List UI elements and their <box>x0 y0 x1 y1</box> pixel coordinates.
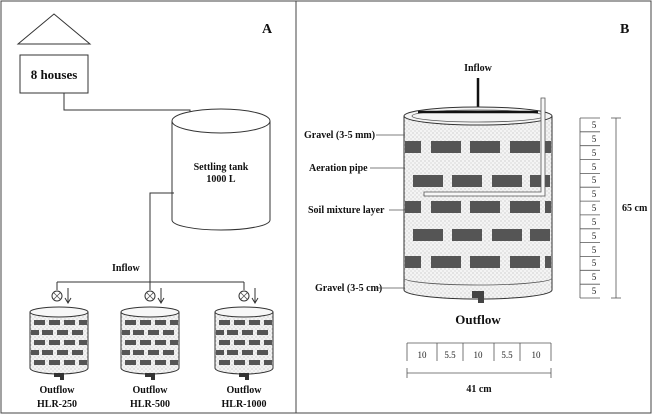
vertical-scale: 5 5 5 5 5 5 5 5 5 5 5 5 5 65 cm <box>579 117 648 299</box>
branch-1 <box>51 282 72 304</box>
horizontal-scale: 10 5.5 10 5.5 10 41 cm <box>406 342 552 395</box>
houses-box <box>19 54 89 94</box>
width-segment-label: 10 <box>474 350 484 360</box>
scale-tick-label: 5 <box>592 189 597 199</box>
width-segment-label: 10 <box>418 350 428 360</box>
col3-outflow-label: Outflow <box>227 385 263 396</box>
scale-tick-label: 5 <box>592 120 597 130</box>
width-segment-label: 5.5 <box>501 350 513 360</box>
outflow-label-b: Outflow <box>455 312 501 327</box>
tank-label-line2: 1000 L <box>206 174 236 185</box>
scale-tick-label: 5 <box>592 148 597 158</box>
col2-outflow-label: Outflow <box>133 385 169 396</box>
house-to-tank-pipe <box>63 93 191 122</box>
down-arrow-icon <box>64 288 72 304</box>
soil-mixture-blocks <box>405 141 551 268</box>
scale-tick-label: 5 <box>592 231 597 241</box>
col1-hlr-label: HLR-250 <box>37 399 77 410</box>
scale-tick-label: 5 <box>592 286 597 296</box>
inflow-label-b: Inflow <box>464 63 493 74</box>
settling-tank-top <box>171 108 271 134</box>
down-arrow-icon <box>251 288 259 304</box>
aeration-pipe <box>423 97 546 197</box>
scale-tick-label: 5 <box>592 258 597 268</box>
callout-soil-mixture: Soil mixture layer <box>308 205 385 216</box>
col1-outflow-label: Outflow <box>40 385 76 396</box>
panel-b-frame <box>295 0 652 414</box>
gravel-bottom-band <box>403 277 553 286</box>
column-reactor-3 <box>214 306 274 381</box>
height-label: 65 cm <box>622 203 648 214</box>
scale-tick-label: 5 <box>592 272 597 282</box>
outlet-spout <box>472 291 484 303</box>
column-reactor-2 <box>120 306 180 381</box>
scale-tick-label: 5 <box>592 134 597 144</box>
col3-hlr-label: HLR-1000 <box>222 399 267 410</box>
inflow-label-a: Inflow <box>112 263 141 274</box>
scale-tick-label: 5 <box>592 162 597 172</box>
width-segment-label: 10 <box>532 350 542 360</box>
width-segment-label: 5.5 <box>444 350 456 360</box>
branch-3 <box>238 282 259 304</box>
panel-a-letter: A <box>262 22 273 37</box>
house-roof-icon <box>16 13 92 45</box>
tank-label-line1: Settling tank <box>194 162 249 173</box>
callout-gravel-top: Gravel (3-5 mm) <box>304 130 375 141</box>
scale-tick-label: 5 <box>592 217 597 227</box>
tank-outlet-pipe <box>149 192 174 282</box>
branch-2 <box>144 282 165 304</box>
houses-label: 8 houses <box>31 67 78 82</box>
callout-gravel-bottom: Gravel (3-5 cm) <box>315 283 382 294</box>
callout-aeration-pipe: Aeration pipe <box>309 163 368 174</box>
scale-tick-label: 5 <box>592 175 597 185</box>
scale-tick-label: 5 <box>592 245 597 255</box>
settling-tank <box>171 121 271 231</box>
col2-hlr-label: HLR-500 <box>130 399 170 410</box>
column-reactor-1 <box>29 306 89 381</box>
panel-b-letter: B <box>620 22 629 37</box>
scale-tick-label: 5 <box>592 203 597 213</box>
down-arrow-icon <box>157 288 165 304</box>
width-label: 41 cm <box>466 384 492 395</box>
